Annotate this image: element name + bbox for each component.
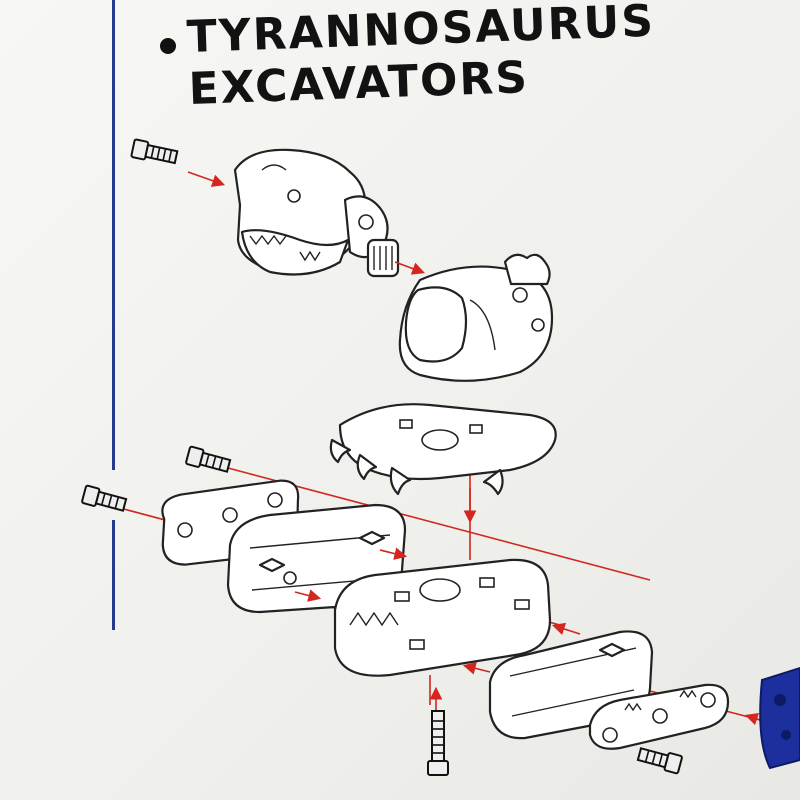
blue-part-partial: [759, 666, 800, 770]
screw-icon: [185, 445, 232, 473]
arrow-right-icon: [187, 171, 226, 187]
arrow-left-icon: [462, 662, 491, 675]
screw-icon: [636, 747, 683, 775]
screw-icon: [81, 484, 128, 512]
dinosaur-body-part: [398, 253, 554, 382]
arrow-right-icon: [294, 589, 322, 602]
assembly-arrows: [187, 171, 773, 726]
arrow-right-icon: [394, 261, 426, 275]
dinosaur-head-part: [233, 148, 400, 278]
axis-line: [227, 467, 651, 581]
margin-line-lower: [112, 520, 115, 630]
screw-icon: [130, 138, 179, 165]
track-center-block: [333, 558, 552, 677]
arrow-left-icon: [551, 622, 581, 636]
arrow-right-icon: [379, 547, 408, 560]
claw-feet-part: [329, 403, 557, 496]
bullet-dot-icon: [160, 38, 176, 54]
track-side-plate-right: [588, 683, 730, 750]
screw-icon: [427, 710, 449, 776]
margin-line: [112, 0, 115, 470]
